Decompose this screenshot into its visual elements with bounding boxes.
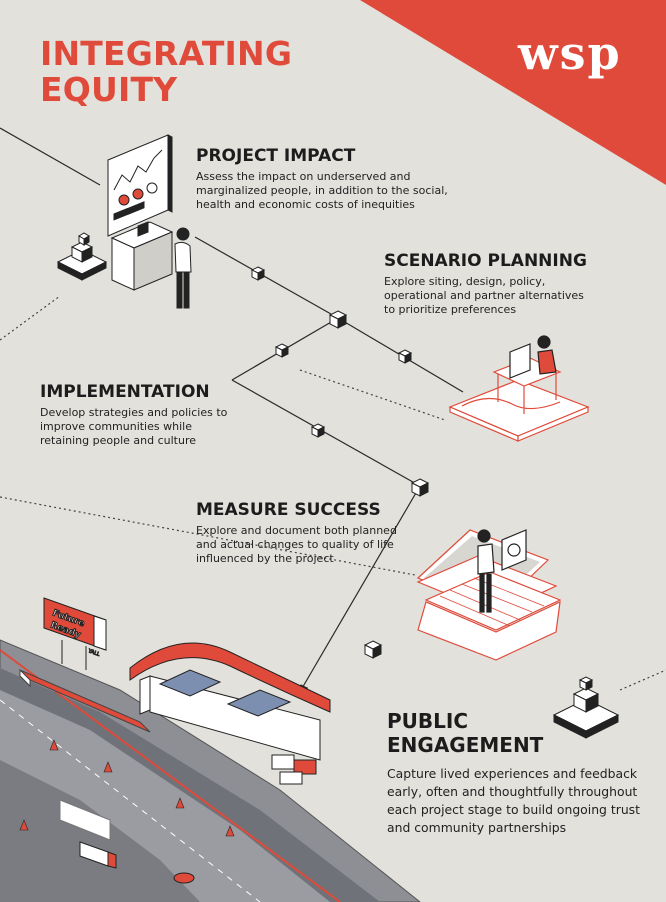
body-line: and actual changes to quality of life <box>196 538 394 551</box>
section-body: Explore siting, design, policy, operatio… <box>384 275 654 317</box>
train-icon <box>19 668 151 733</box>
title-line-1: INTEGRATING <box>40 34 293 73</box>
body-line: marginalized people, in addition to the … <box>196 184 448 197</box>
body-line: each project stage to build ongoing trus… <box>387 802 640 817</box>
city-scene <box>0 639 421 902</box>
body-line: Explore and document both planned <box>196 524 397 537</box>
body-line: Assess the impact on underserved and <box>196 170 411 183</box>
section-body: Capture lived experiences and feedback e… <box>387 765 657 837</box>
title-line-2: EQUITY <box>40 70 178 109</box>
section-scenario-planning: SCENARIO PLANNING Explore siting, design… <box>384 251 654 317</box>
section-body: Develop strategies and policies to impro… <box>40 406 280 448</box>
public-engagement-cubes-icon <box>552 676 620 739</box>
section-measure-success: MEASURE SUCCESS Explore and document bot… <box>196 500 436 566</box>
billboard-tag: YALL <box>86 648 100 658</box>
body-line: early, often and thoughtfully throughout <box>387 784 638 799</box>
section-heading: PROJECT IMPACT <box>196 146 356 166</box>
body-line: Capture lived experiences and feedback <box>387 766 638 781</box>
traffic-cone-icon <box>19 739 235 837</box>
body-line: improve communities while <box>40 420 192 433</box>
section-heading: IMPLEMENTATION <box>40 382 210 402</box>
red-corner-shape <box>360 0 666 185</box>
body-line: operational and partner alternatives <box>384 289 584 302</box>
page-title: INTEGRATING EQUITY <box>40 36 292 108</box>
billboard-icon: Future Ready YALL <box>43 597 107 670</box>
heading-line: ENGAGEMENT <box>387 733 544 757</box>
body-line: to prioritize preferences <box>384 303 517 316</box>
car-icon <box>173 872 195 884</box>
body-line: retaining people and culture <box>40 434 197 447</box>
desk-workstation-icon <box>448 335 590 442</box>
kiosk-icon <box>110 221 174 291</box>
section-body: Assess the impact on underserved and mar… <box>196 170 486 212</box>
heading-line: PUBLIC <box>387 709 469 733</box>
person-icon <box>174 227 192 309</box>
section-heading: PUBLIC ENGAGEMENT <box>387 709 657 757</box>
analytics-board-icon <box>107 134 173 237</box>
body-line: Explore siting, design, policy, <box>384 275 546 288</box>
body-line: and community partnerships <box>387 820 567 835</box>
laptop-icon <box>416 529 562 661</box>
truck-icon <box>79 841 117 869</box>
body-line: Develop strategies and policies to <box>40 406 228 419</box>
section-public-engagement: PUBLIC ENGAGEMENT Capture lived experien… <box>387 709 657 837</box>
section-body: Explore and document both planned and ac… <box>196 524 436 566</box>
transit-station-icon <box>129 642 331 785</box>
body-line: influenced by the project <box>196 552 334 565</box>
body-line: health and economic costs of inequities <box>196 198 415 211</box>
section-project-impact: PROJECT IMPACT Assess the impact on unde… <box>196 146 486 212</box>
connector-cubes <box>250 266 430 699</box>
wsp-logo: wsp <box>518 26 622 80</box>
section-heading: MEASURE SUCCESS <box>196 500 381 520</box>
section-implementation: IMPLEMENTATION Develop strategies and po… <box>40 382 280 448</box>
stacked-cubes-icon <box>56 232 108 281</box>
section-heading: SCENARIO PLANNING <box>384 251 587 271</box>
